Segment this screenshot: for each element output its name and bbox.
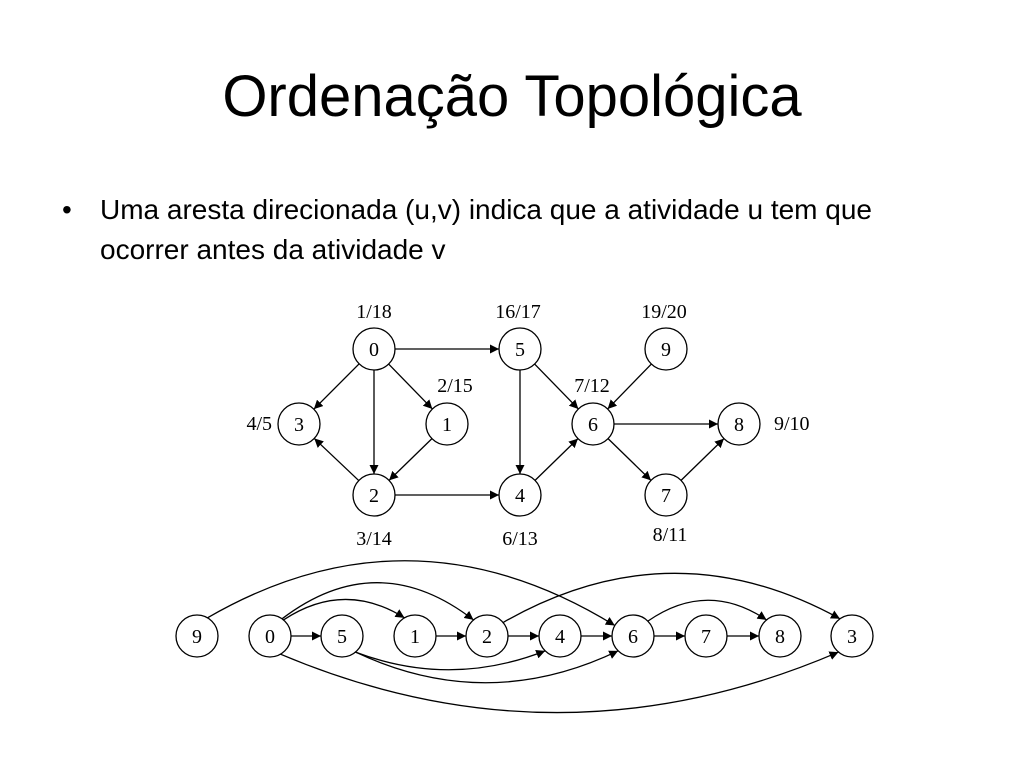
bullet-marker: • [62, 194, 72, 225]
node-label: 8 [775, 626, 785, 648]
order-node-5: 5 [320, 614, 364, 658]
node-circle [352, 473, 396, 517]
graph-nodes: 0 1 2 3 4 5 6 7 8 9 [277, 327, 761, 517]
node-circle [611, 614, 655, 658]
order-node-0: 0 [248, 614, 292, 658]
node-circle [498, 327, 542, 371]
slide-title: Ordenação Topológica [222, 64, 802, 129]
graph-node-3: 3 [277, 402, 321, 446]
order-node-6: 6 [611, 614, 655, 658]
node-label: 6 [628, 626, 638, 648]
time-label-3: 4/5 [246, 413, 272, 435]
time-label-9: 19/20 [641, 301, 687, 323]
order-node-8: 8 [758, 614, 802, 658]
node-label: 5 [515, 339, 525, 361]
order-edge-6-8 [647, 599, 767, 622]
graph-node-2: 2 [352, 473, 396, 517]
edge-0-1 [388, 363, 433, 410]
node-label: 8 [734, 414, 744, 436]
node-circle [830, 614, 874, 658]
node-label: 4 [515, 485, 525, 507]
time-label-8: 9/10 [774, 413, 810, 435]
time-label-2: 3/14 [356, 528, 392, 550]
time-label-0: 1/18 [356, 301, 392, 323]
graph-node-7: 7 [644, 473, 688, 517]
time-label-1: 2/15 [437, 375, 473, 397]
node-circle [393, 614, 437, 658]
order-edge-9-6 [207, 560, 616, 627]
time-label-4: 6/13 [502, 528, 538, 550]
ordering-nodes: 9 0 5 1 2 4 6 7 8 3 [175, 614, 874, 658]
node-circle [352, 327, 396, 371]
edge-1-2 [388, 438, 433, 481]
node-circle [538, 614, 582, 658]
graph-node-9: 9 [644, 327, 688, 371]
order-edge-0-1 [283, 598, 405, 621]
node-label: 3 [294, 414, 304, 436]
bullet-list: • Uma aresta direcionada (u,v) indica qu… [62, 190, 962, 270]
node-label: 1 [410, 626, 420, 648]
bullet-item: • Uma aresta direcionada (u,v) indica qu… [62, 190, 962, 270]
node-circle [425, 402, 469, 446]
ordering-edges [207, 560, 841, 714]
order-node-3: 3 [830, 614, 874, 658]
node-label: 5 [337, 626, 347, 648]
graph-time-labels: 1/18 2/15 3/14 4/5 6/13 16/17 7/12 8/11 9/10 19/2… [246, 301, 809, 550]
node-circle [758, 614, 802, 658]
order-node-4: 4 [538, 614, 582, 658]
edge-4-6 [534, 438, 579, 481]
node-circle [684, 614, 728, 658]
node-label: 2 [482, 626, 492, 648]
edge-9-6 [607, 363, 652, 410]
time-label-5: 16/17 [495, 301, 541, 323]
node-circle [644, 327, 688, 371]
node-label: 7 [701, 626, 711, 648]
node-circle [277, 402, 321, 446]
time-label-7: 8/11 [653, 524, 688, 546]
order-edge-0-3 [280, 651, 839, 714]
node-circle [644, 473, 688, 517]
bullet-text: Uma aresta direcionada (u,v) indica que … [100, 194, 872, 265]
edge-2-3 [313, 437, 360, 482]
node-circle [571, 402, 615, 446]
edge-6-7 [607, 438, 652, 481]
node-circle [175, 614, 219, 658]
order-edge-0-2 [281, 582, 474, 621]
order-node-1: 1 [393, 614, 437, 658]
order-edge-5-6 [355, 650, 619, 684]
node-label: 0 [265, 626, 275, 648]
graph-edges [313, 344, 725, 500]
node-label: 9 [661, 339, 671, 361]
order-edge-5-4 [355, 649, 546, 671]
graph-node-8: 8 [717, 402, 761, 446]
edge-5-6 [534, 363, 579, 410]
graph-node-5: 5 [498, 327, 542, 371]
node-circle [248, 614, 292, 658]
node-label: 1 [442, 414, 452, 436]
order-node-7: 7 [684, 614, 728, 658]
node-circle [498, 473, 542, 517]
node-label: 3 [847, 626, 857, 648]
node-circle [465, 614, 509, 658]
node-label: 6 [588, 414, 598, 436]
node-label: 9 [192, 626, 202, 648]
edge-0-3 [313, 363, 360, 410]
node-circle [717, 402, 761, 446]
time-label-6: 7/12 [574, 375, 610, 397]
graph-node-4: 4 [498, 473, 542, 517]
graph-node-1: 1 [425, 402, 469, 446]
node-label: 7 [661, 485, 671, 507]
node-circle [320, 614, 364, 658]
node-label: 4 [555, 626, 565, 648]
order-edge-2-3 [502, 572, 841, 624]
order-node-9: 9 [175, 614, 219, 658]
node-label: 2 [369, 485, 379, 507]
node-label: 0 [369, 339, 379, 361]
graph-node-6: 6 [571, 402, 615, 446]
edge-7-8 [680, 438, 725, 481]
graph-node-0: 0 [352, 327, 396, 371]
order-node-2: 2 [465, 614, 509, 658]
